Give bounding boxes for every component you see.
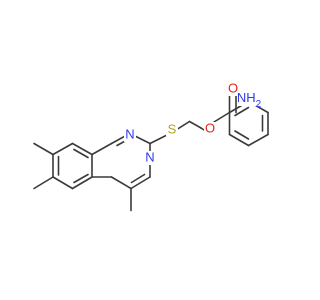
bond [73,148,89,159]
atom-label-carbonyl-oxygen: O [228,80,238,95]
bond [234,106,250,117]
bond [71,176,93,190]
atom-label-layer: N N S O O NH2 [124,80,266,165]
bond [33,142,54,156]
bond [247,133,269,147]
bond [73,173,89,184]
label-background [226,82,240,96]
atom-label-amine: NH2 [237,90,262,110]
label-background [204,122,216,136]
bond [71,142,93,156]
bond [52,176,74,190]
label-background [124,128,136,142]
bond [33,176,54,190]
atom-label-n-lower: N [145,149,154,164]
bond [149,133,169,145]
bond [228,133,250,147]
bond [213,111,231,123]
bond [130,173,146,184]
bond [175,120,191,131]
atom-label-ester-oxygen: O [205,120,215,135]
molecule-structure: N N S O O NH2 [33,80,269,212]
amine-subscript: 2 [256,99,262,110]
label-background [166,123,178,137]
amine-main-text: NH [237,90,256,105]
label-background [144,151,156,165]
atom-label-sulfur: S [168,121,177,136]
bond [110,176,132,190]
bond [188,120,202,129]
label-background [238,92,266,106]
bond [234,130,250,140]
bond [52,142,74,156]
bond [91,142,113,156]
atom-label-n-upper: N [125,126,134,141]
bond [130,176,151,190]
